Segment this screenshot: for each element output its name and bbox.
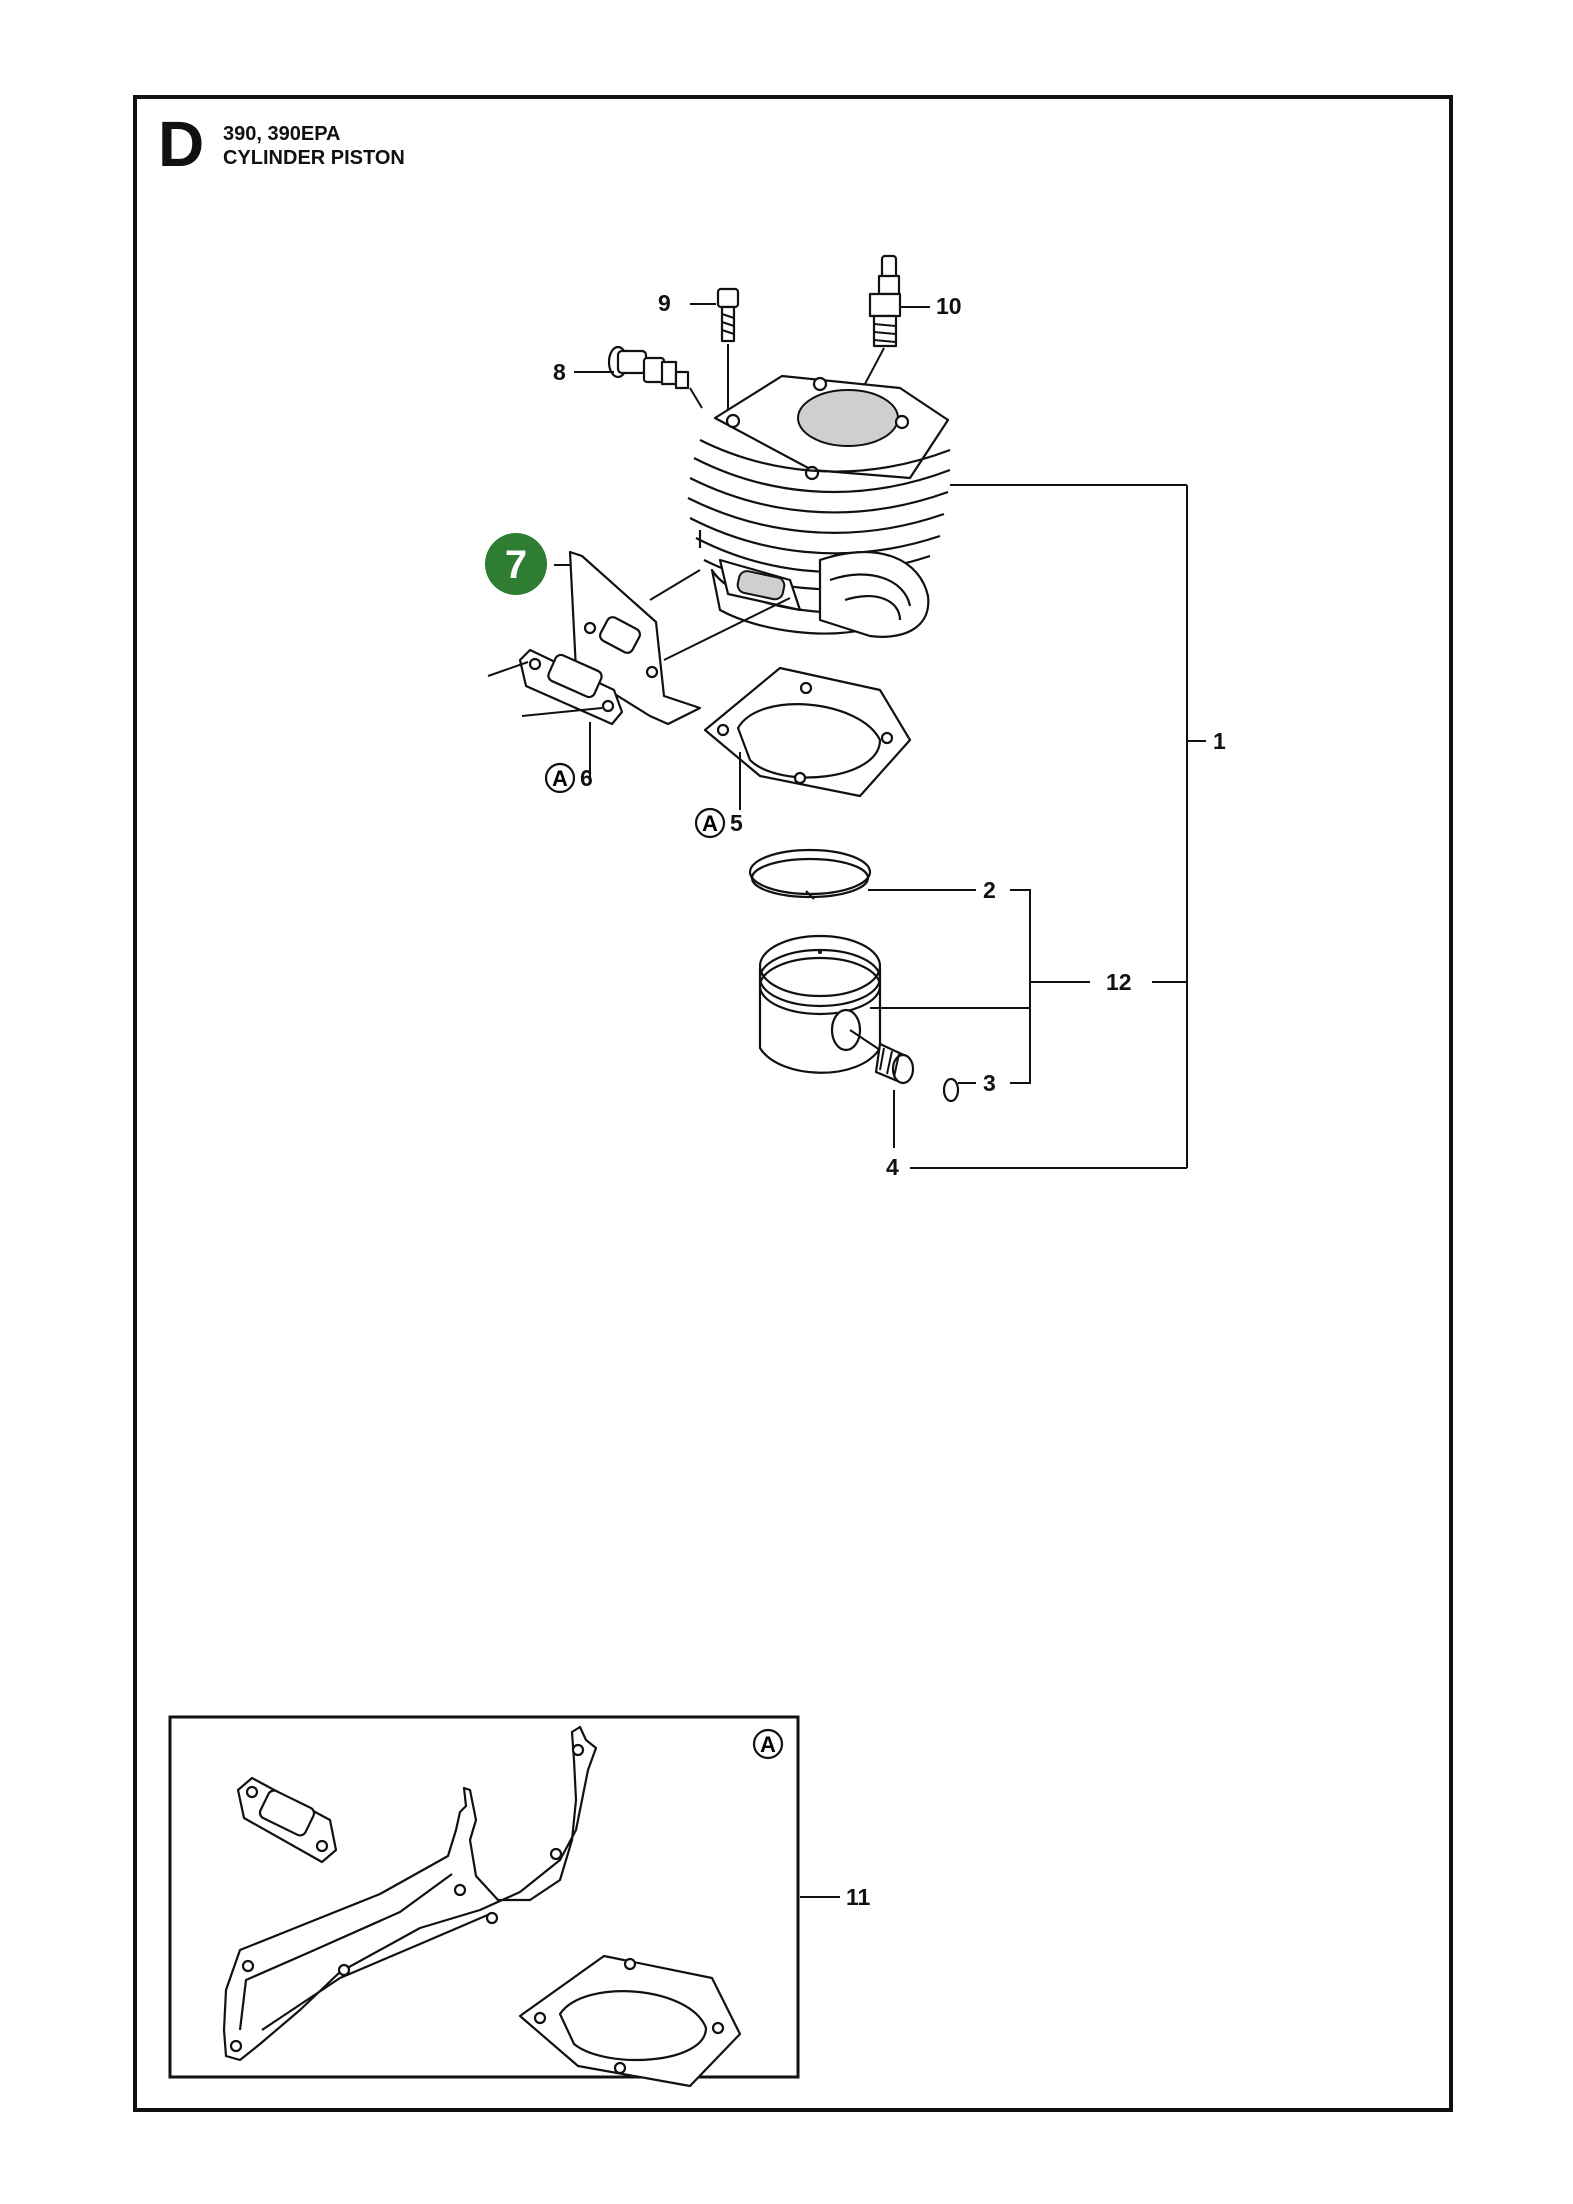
kit-marker-6: A <box>552 766 568 791</box>
part-1-cylinder[interactable] <box>687 374 951 638</box>
inset-marker: A <box>760 1732 776 1757</box>
callout-7: 7 <box>505 543 527 587</box>
part-6-muffler-gasket[interactable] <box>518 648 624 726</box>
callout-1[interactable]: 1 <box>1213 728 1226 754</box>
callout-8[interactable]: 8 <box>553 359 566 385</box>
callout-10[interactable]: 10 <box>936 293 962 319</box>
part-10-spark-plug[interactable] <box>868 254 902 348</box>
model-label: 390, 390EPA <box>223 123 341 145</box>
callout-11[interactable]: 11 <box>846 1884 871 1910</box>
leader-6-stud-b <box>521 707 603 717</box>
callout-3[interactable]: 3 <box>983 1070 996 1096</box>
page-frame <box>133 95 1453 2112</box>
inset-muffler-gasket[interactable] <box>236 1776 338 1864</box>
callout-5[interactable]: 5 <box>730 810 743 836</box>
part-7-heat-shield[interactable] <box>568 550 702 726</box>
leader-bearing-axis <box>849 1029 881 1051</box>
highlight-badge-7[interactable] <box>485 533 547 595</box>
leader-8-down <box>689 387 703 409</box>
part-2-piston-ring[interactable] <box>748 848 872 900</box>
section-letter: D <box>158 108 205 180</box>
leader-7-line-b <box>663 597 791 661</box>
inset-cylinder-gasket[interactable] <box>518 1954 742 2088</box>
kit-marker-6-circle <box>544 762 576 794</box>
callout-4[interactable]: 4 <box>886 1154 899 1180</box>
leader-12-bracket <box>1010 889 1031 1084</box>
callout-2[interactable]: 2 <box>983 877 996 903</box>
callout-9[interactable]: 9 <box>658 290 671 316</box>
callout-6[interactable]: 6 <box>580 765 593 791</box>
part-8-decompression-valve[interactable] <box>607 345 690 390</box>
kit-marker-5-circle <box>694 807 726 839</box>
part-3-circlip[interactable] <box>942 1077 960 1103</box>
kit-marker-5: A <box>702 811 718 836</box>
inset-marker-circle <box>752 1728 784 1760</box>
leader-7-line-a <box>649 569 701 601</box>
inset-crankcase-gasket[interactable] <box>222 1725 598 2062</box>
part-5-cylinder-gasket[interactable] <box>703 666 912 798</box>
piston[interactable] <box>758 934 882 1074</box>
part-4-needle-bearing[interactable] <box>874 1042 915 1085</box>
leader-6-stud-a <box>487 661 529 677</box>
part-9-screw[interactable] <box>716 287 740 343</box>
callout-12[interactable]: 12 <box>1106 969 1132 995</box>
diagram-title: CYLINDER PISTON <box>223 147 405 169</box>
